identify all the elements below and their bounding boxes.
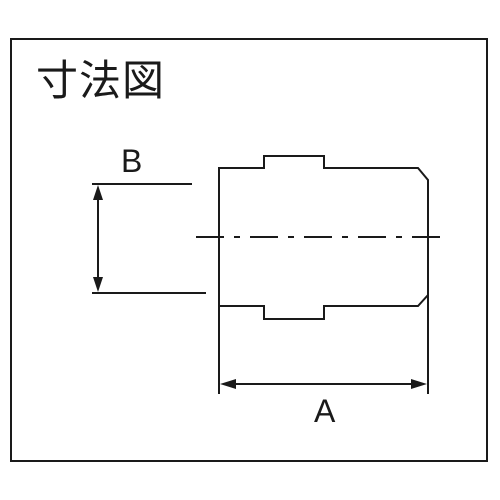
drawing-title: 寸法図 [36, 56, 166, 105]
a-arrow-left [220, 379, 236, 389]
a-arrow-right [411, 379, 427, 389]
dimension-b-label: B [121, 143, 142, 179]
drawing-frame [10, 38, 488, 462]
b-arrow-bottom [93, 277, 103, 292]
b-arrow-top [93, 185, 103, 200]
dimension-a-label: A [314, 393, 336, 429]
